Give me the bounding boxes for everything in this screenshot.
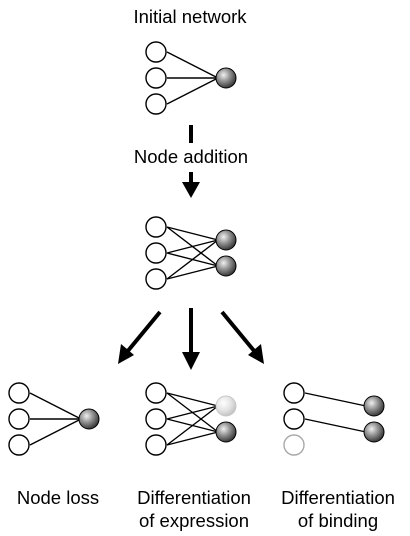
arrow-to-differentiation-of-binding: [220, 310, 264, 364]
edge: [166, 405, 219, 420]
source-node: [145, 216, 167, 238]
edge: [166, 405, 219, 446]
source-node: [145, 242, 167, 264]
edge: [166, 392, 219, 407]
target-node: [215, 255, 237, 277]
label-node-loss: Node loss: [16, 487, 100, 508]
network-edges: [166, 226, 219, 280]
target-node: [78, 408, 100, 430]
target-node: [215, 229, 237, 251]
source-node: [8, 408, 30, 430]
target-node: [215, 421, 237, 443]
edge: [166, 226, 219, 241]
arrow-to-differentiation-of-expression: [182, 308, 200, 370]
source-node: [8, 434, 30, 456]
source-node: [283, 382, 305, 404]
source-node: [8, 382, 30, 404]
label-initial-network: Initial network: [133, 6, 247, 27]
faded-source-node: [283, 434, 305, 456]
edge: [166, 239, 219, 280]
source-node: [145, 93, 167, 115]
network-edges: [304, 392, 367, 433]
target-node: [363, 395, 385, 417]
edge: [166, 265, 219, 280]
network-differentiation-of-expression: [145, 382, 237, 456]
source-node: [145, 408, 167, 430]
dashed-arrow: [182, 125, 200, 198]
source-node: [145, 382, 167, 404]
edge: [29, 418, 82, 446]
network-edges: [166, 392, 219, 446]
target-node: [363, 421, 385, 443]
edge: [166, 77, 219, 105]
label-differentiation-of-binding-line2: of binding: [297, 510, 379, 531]
initial-network: [145, 41, 237, 115]
label-differentiation-of-expression-line2: of expression: [138, 510, 250, 531]
network-differentiation-of-binding: [283, 382, 385, 456]
label-differentiation-of-binding-line1: Differentiation: [281, 487, 395, 508]
target-node: [215, 67, 237, 89]
source-node: [145, 268, 167, 290]
source-node: [283, 408, 305, 430]
edge: [166, 51, 219, 79]
faded-target-node: [215, 395, 237, 417]
label-differentiation-of-expression-line1: Differentiation: [137, 487, 251, 508]
edge: [304, 392, 367, 407]
network-after-addition: [145, 216, 237, 290]
network-node-loss: [8, 382, 100, 456]
branch-arrows: [118, 308, 264, 370]
arrow-to-node-loss: [118, 310, 162, 364]
network-edges: [166, 51, 219, 105]
source-node: [145, 434, 167, 456]
edge: [29, 392, 82, 420]
source-node: [145, 67, 167, 89]
source-node: [145, 41, 167, 63]
network-edges: [29, 392, 82, 446]
edge: [166, 431, 219, 446]
edge: [304, 418, 367, 433]
label-node-addition: Node addition: [133, 146, 249, 167]
edge: [166, 239, 219, 254]
